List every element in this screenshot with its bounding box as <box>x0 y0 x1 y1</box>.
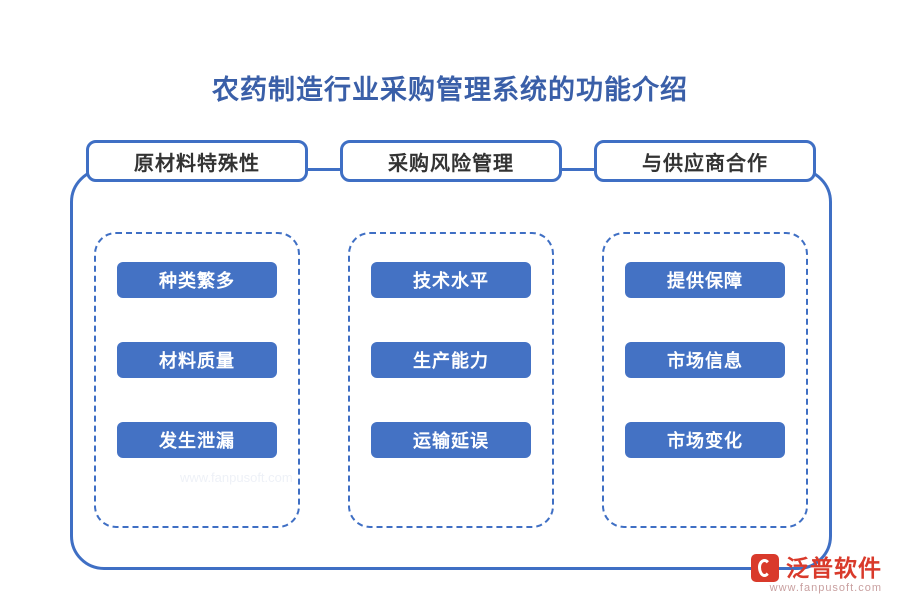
diagram-column-2: 采购风险管理 技术水平 生产能力 运输延误 <box>340 140 562 530</box>
list-item[interactable]: 发生泄漏 <box>117 422 277 458</box>
diagram-column-1: 原材料特殊性 种类繁多 材料质量 发生泄漏 <box>86 140 308 530</box>
column-header-2[interactable]: 采购风险管理 <box>340 140 562 182</box>
diagram-columns: 原材料特殊性 种类繁多 材料质量 发生泄漏 采购风险管理 技术水平 生产能力 运… <box>70 140 832 530</box>
list-item[interactable]: 生产能力 <box>371 342 531 378</box>
list-item[interactable]: 材料质量 <box>117 342 277 378</box>
column-header-1[interactable]: 原材料特殊性 <box>86 140 308 182</box>
list-item[interactable]: 提供保障 <box>625 262 785 298</box>
brand-site: www.fanpusoft.com <box>769 582 882 594</box>
list-item[interactable]: 市场信息 <box>625 342 785 378</box>
brand-logo: 泛普软件 <box>751 554 882 582</box>
fanpu-logo-icon <box>751 554 779 582</box>
column-header-3[interactable]: 与供应商合作 <box>594 140 816 182</box>
brand-name: 泛普软件 <box>786 554 882 581</box>
list-item[interactable]: 运输延误 <box>371 422 531 458</box>
list-item[interactable]: 技术水平 <box>371 262 531 298</box>
diagram-column-3: 与供应商合作 提供保障 市场信息 市场变化 <box>594 140 816 530</box>
page-title: 农药制造行业采购管理系统的功能介绍 <box>212 75 688 105</box>
dashed-group-2: 技术水平 生产能力 运输延误 <box>348 232 554 528</box>
list-item[interactable]: 市场变化 <box>625 422 785 458</box>
list-item[interactable]: 种类繁多 <box>117 262 277 298</box>
dashed-group-1: 种类繁多 材料质量 发生泄漏 <box>94 232 300 528</box>
dashed-group-3: 提供保障 市场信息 市场变化 <box>602 232 808 528</box>
